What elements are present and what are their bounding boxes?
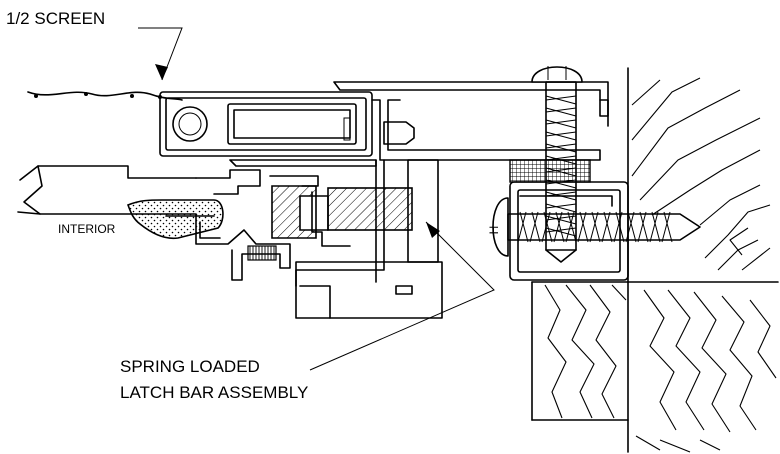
- latch-leader-arrow: [426, 222, 440, 238]
- vertical-screw-head: [531, 66, 583, 83]
- latch-leader: [309, 221, 495, 371]
- latch-bar: [271, 185, 413, 239]
- interior-sash-rail: [17, 165, 224, 240]
- frame-extrusion: [159, 81, 609, 319]
- interior-seal: [126, 199, 224, 240]
- latch-bar-outer: [327, 187, 413, 231]
- horizontal-screw: H: [487, 197, 701, 257]
- latch-callout: SPRING LOADED LATCH BAR ASSEMBLY: [120, 221, 495, 402]
- vertical-screw: [531, 66, 583, 263]
- interior-label: INTERIOR: [58, 222, 116, 236]
- screen-rivet-1: [34, 94, 38, 98]
- screw-head-mark: H: [487, 226, 501, 235]
- screen-mesh: [27, 91, 183, 101]
- wood-sill-lower: [531, 281, 779, 453]
- screen-rivet-3: [130, 94, 134, 98]
- latch-label-line2: LATCH BAR ASSEMBLY: [120, 383, 308, 402]
- screen-spline: [172, 106, 208, 142]
- latch-label-line1: SPRING LOADED: [120, 357, 260, 376]
- weatherstrip-pile: [247, 245, 277, 261]
- wood-frame: [531, 67, 779, 453]
- screen-leader-arrow: [155, 64, 168, 80]
- screen-rivet-2: [84, 92, 88, 96]
- screen-leader: [138, 27, 183, 81]
- latch-bar-inner: [271, 185, 317, 239]
- screen-label: 1/2 SCREEN: [6, 9, 105, 28]
- screen-callout: 1/2 SCREEN: [6, 9, 183, 81]
- interior-callout: INTERIOR: [58, 222, 116, 236]
- jamb-bracket: [509, 159, 629, 281]
- horizontal-screw-head: [492, 197, 509, 257]
- wood-jamb-upper: [627, 67, 771, 283]
